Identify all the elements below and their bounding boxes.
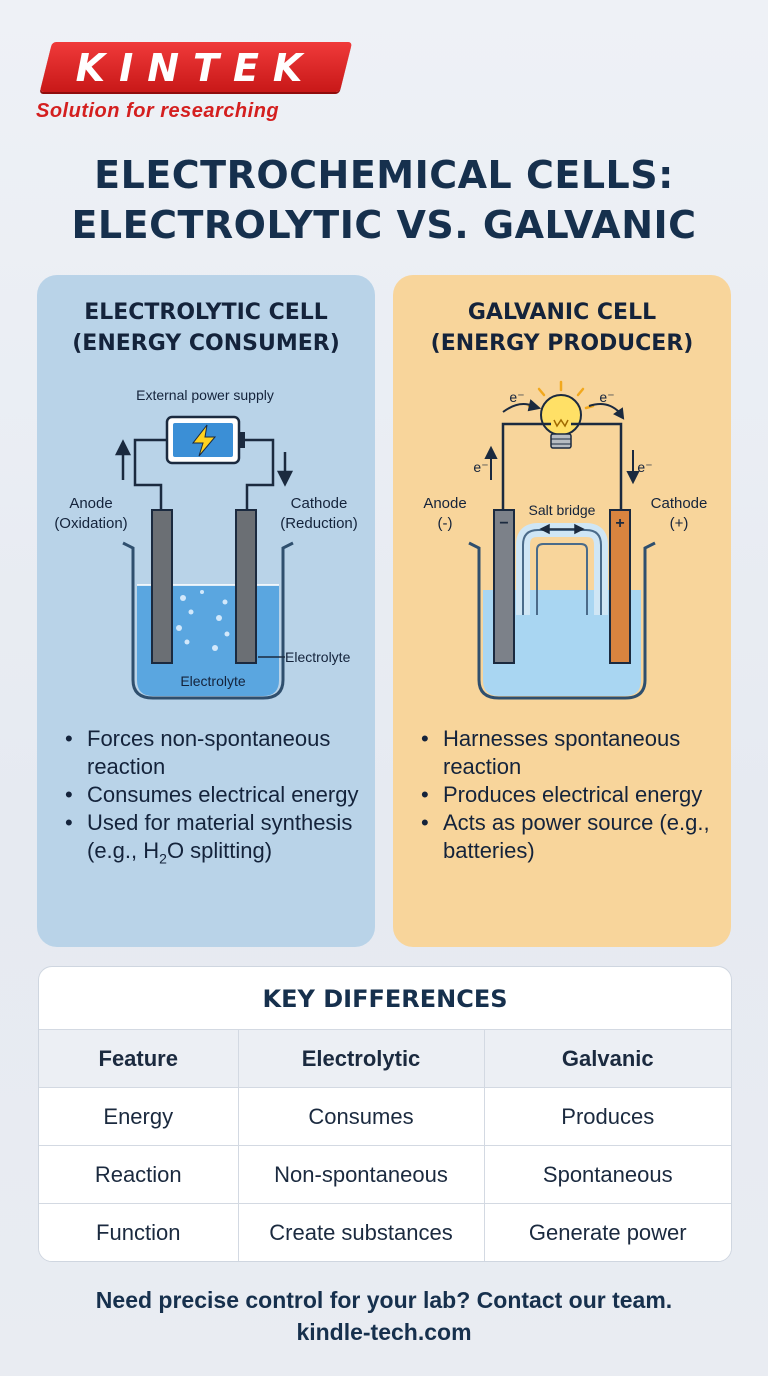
cathode-sublabel: (Reduction) — [280, 515, 358, 532]
anode-label: Anode — [423, 495, 466, 512]
list-item: Forces non-spontaneous reaction — [65, 725, 365, 781]
battery-icon — [165, 415, 245, 465]
plus-sign: + — [615, 515, 624, 532]
electron-label: e⁻ — [599, 389, 614, 405]
list-item: Produces electrical energy — [421, 781, 721, 809]
electron-label: e⁻ — [637, 459, 652, 475]
galvanic-heading: GALVANIC CELL (ENERGY PRODUCER) — [393, 297, 731, 359]
title-line-1: ELECTROCHEMICAL CELLS: — [94, 153, 674, 197]
table-row: Function Create substances Generate powe… — [39, 1203, 731, 1261]
power-supply-label: External power supply — [136, 387, 274, 403]
electron-arrow-icon — [484, 399, 640, 485]
electrolytic-diagram: External power supply Anode (Oxidation) … — [54, 387, 358, 700]
page-title: ELECTROCHEMICAL CELLS: ELECTROLYTIC VS. … — [0, 150, 768, 250]
table-cell: Produces — [483, 1087, 731, 1146]
light-bulb-icon — [527, 380, 595, 449]
website-link[interactable]: kindle-tech.com — [296, 1319, 472, 1345]
galvanic-bullet-list: Harnesses spontaneous reaction Produces … — [421, 725, 721, 865]
cathode-label: Cathode — [651, 495, 708, 512]
logo-tagline: Solution for researching — [36, 100, 280, 122]
key-differences-table: Feature Electrolytic Galvanic Energy Con… — [39, 1029, 731, 1261]
current-arrow-icon — [114, 439, 294, 487]
bullet-text-suffix: O splitting) — [166, 838, 273, 863]
cathode-sublabel: (+) — [670, 515, 689, 532]
galvanic-heading-line-2: (ENERGY PRODUCER) — [430, 331, 694, 356]
electrolyte-side-label: Electrolyte — [285, 649, 351, 665]
cathode-label: Cathode — [291, 495, 348, 512]
table-row: Reaction Non-spontaneous Spontaneous — [39, 1145, 731, 1204]
electrolytic-heading-line-1: ELECTROLYTIC CELL — [84, 300, 328, 325]
electron-label: e⁻ — [509, 389, 524, 405]
electrolytic-heading-line-2: (ENERGY CONSUMER) — [72, 331, 340, 356]
minus-sign: − — [499, 515, 508, 532]
table-header-row: Feature Electrolytic Galvanic — [39, 1029, 731, 1088]
circuit-wires — [133, 438, 275, 510]
electron-label: e⁻ — [473, 459, 488, 475]
column-header: Galvanic — [483, 1029, 731, 1088]
title-line-2: ELECTROLYTIC VS. GALVANIC — [71, 203, 697, 247]
anode-electrode — [151, 509, 173, 664]
subscript: 2 — [159, 850, 167, 867]
table-cell: Consumes — [237, 1087, 485, 1146]
list-item: Used for material synthesis (e.g., H2O s… — [65, 809, 365, 872]
key-differences-card: KEY DIFFERENCES Feature Electrolytic Gal… — [38, 966, 732, 1262]
table-cell: Reaction — [39, 1145, 239, 1204]
electrolyte-bottom-label: Electrolyte — [180, 673, 246, 689]
call-to-action: Need precise control for your lab? Conta… — [0, 1284, 768, 1348]
salt-bridge — [516, 523, 608, 615]
anode-sublabel: (-) — [438, 515, 453, 532]
table-cell: Create substances — [237, 1203, 485, 1261]
list-item: Harnesses spontaneous reaction — [421, 725, 721, 781]
circuit-wires — [501, 422, 623, 510]
electrolytic-panel: ELECTROLYTIC CELL (ENERGY CONSUMER) Exte… — [37, 275, 375, 947]
column-header: Electrolytic — [237, 1029, 485, 1088]
table-cell: Non-spontaneous — [237, 1145, 485, 1204]
anode-sublabel: (Oxidation) — [54, 515, 127, 532]
table-cell: Generate power — [483, 1203, 731, 1261]
table-row: Energy Consumes Produces — [39, 1087, 731, 1146]
electrolytic-heading: ELECTROLYTIC CELL (ENERGY CONSUMER) — [37, 297, 375, 359]
salt-bridge-label: Salt bridge — [529, 502, 596, 518]
anode-electrode — [493, 509, 515, 664]
galvanic-heading-line-1: GALVANIC CELL — [467, 300, 657, 325]
anode-label: Anode — [69, 495, 112, 512]
logo-text: KINTEK — [75, 46, 317, 90]
table-cell: Function — [39, 1203, 239, 1261]
table-cell: Spontaneous — [483, 1145, 731, 1204]
cta-text: Need precise control for your lab? Conta… — [95, 1287, 673, 1313]
list-item: Consumes electrical energy — [65, 781, 365, 809]
bullet-text: Used for material synthesis (e.g., H — [87, 810, 353, 863]
galvanic-panel: GALVANIC CELL (ENERGY PRODUCER) — [393, 275, 731, 947]
list-item: Acts as power source (e.g., batteries) — [421, 809, 721, 865]
double-arrow-icon — [539, 523, 585, 535]
key-differences-title: KEY DIFFERENCES — [262, 985, 508, 1013]
cathode-electrode — [235, 509, 257, 664]
bubbles — [176, 590, 230, 651]
column-header: Feature — [39, 1029, 239, 1088]
table-cell: Energy — [39, 1087, 239, 1146]
galvanic-diagram: e⁻ e⁻ e⁻ e⁻ Anode (-) Cathode (+) Salt b… — [423, 380, 708, 700]
brand-logo: KINTEK Solution for researching — [36, 42, 356, 132]
cathode-electrode — [609, 509, 631, 664]
electrolytic-bullet-list: Forces non-spontaneous reaction Consumes… — [65, 725, 365, 872]
beaker — [468, 541, 656, 700]
